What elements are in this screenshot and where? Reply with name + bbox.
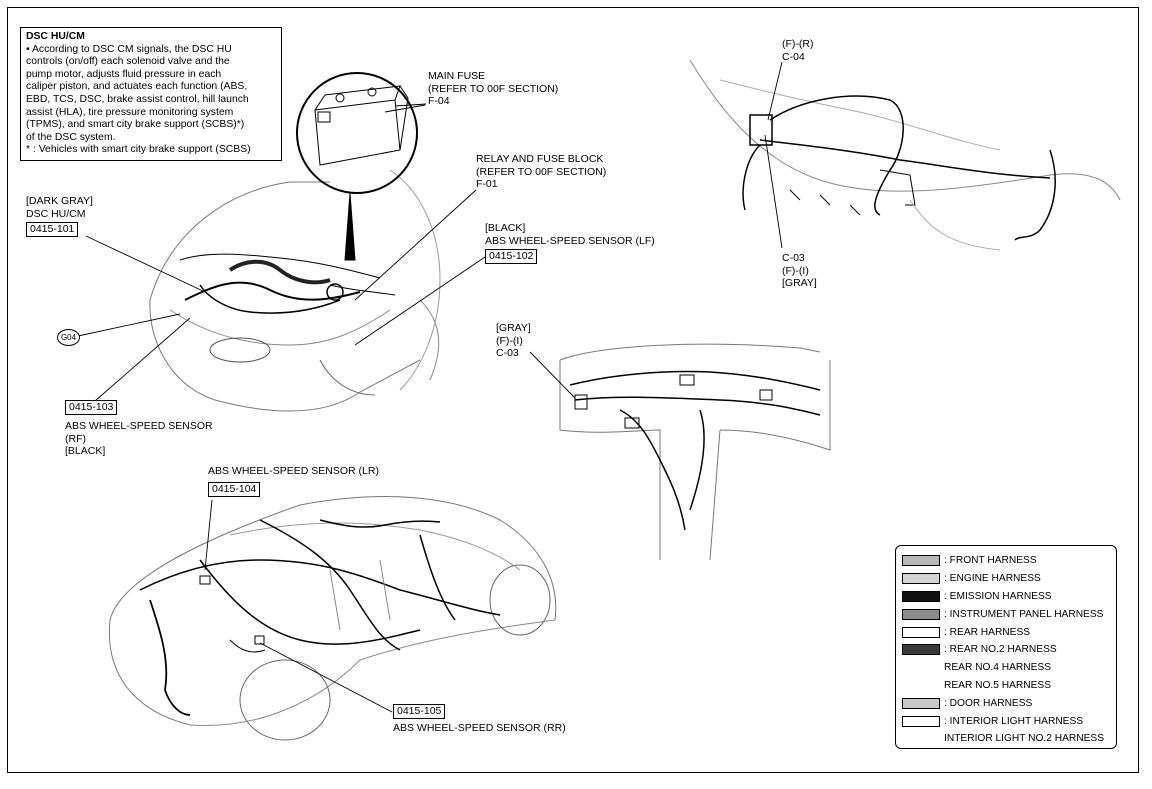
relay-block-name: RELAY AND FUSE BLOCK — [476, 153, 604, 165]
legend-swatch — [902, 590, 940, 602]
legend-swatch — [902, 644, 940, 656]
legend-swatch — [902, 626, 940, 638]
rr-sensor-code: 0415-105 — [393, 704, 446, 719]
legend-row: : FRONT HARNESS — [902, 552, 1110, 570]
legend-label: : REAR HARNESS — [944, 626, 1031, 638]
legend-row: REAR NO.4 HARNESS — [902, 659, 1110, 677]
legend-label: : DOOR HARNESS — [944, 697, 1033, 709]
c04-code: C-04 — [782, 50, 805, 63]
legend-label: : INSTRUMENT PANEL HARNESS — [944, 608, 1104, 620]
lf-sensor-color: [BLACK] — [485, 222, 526, 234]
drawing-frame — [7, 7, 1139, 773]
legend-swatch — [902, 697, 940, 709]
legend-label: : EMISSION HARNESS — [944, 590, 1052, 602]
c03-top-line2: (F)-(I) — [782, 264, 809, 277]
lf-sensor-code: 0415-102 — [485, 249, 538, 264]
legend-row: INTERIOR LIGHT NO.2 HARNESS — [902, 730, 1110, 748]
leader-lines — [77, 61, 783, 713]
legend-row: : REAR HARNESS — [902, 623, 1110, 641]
dsc-connector-color: [DARK GRAY] — [26, 195, 93, 207]
c03-top-color: [GRAY] — [782, 277, 817, 289]
c03-top-code: C-03 — [782, 252, 805, 264]
legend-swatch — [902, 715, 940, 727]
legend-row: : REAR NO.2 HARNESS — [902, 641, 1110, 659]
main-fuse-code: F-04 — [428, 95, 450, 107]
relay-block-code: F-01 — [476, 178, 498, 190]
legend-swatch — [902, 608, 940, 620]
legend-swatch — [902, 680, 940, 691]
legend-row: : ENGINE HARNESS — [902, 570, 1110, 588]
c03-panel-line2: (F)-(I) — [496, 334, 523, 347]
legend-label: : FRONT HARNESS — [944, 555, 1037, 567]
harness-legend: : FRONT HARNESS : ENGINE HARNESS : EMISS… — [895, 545, 1117, 749]
legend-label: : REAR NO.2 HARNESS — [944, 644, 1057, 656]
legend-row: : INTERIOR LIGHT HARNESS — [902, 712, 1110, 730]
legend-row: REAR NO.5 HARNESS — [902, 677, 1110, 695]
rf-sensor-code: 0415-103 — [65, 400, 118, 415]
dsc-connector-name: DSC HU/CM — [26, 207, 86, 220]
legend-label: REAR NO.4 HARNESS — [944, 662, 1051, 674]
legend-swatch — [902, 662, 940, 673]
cabin-floor-view — [689, 59, 1121, 251]
legend-swatch — [902, 555, 940, 567]
legend-label: : ENGINE HARNESS — [944, 573, 1041, 585]
legend-row: : INSTRUMENT PANEL HARNESS — [902, 605, 1110, 623]
legend-swatch — [902, 733, 940, 744]
lr-sensor-code: 0415-104 — [208, 482, 261, 497]
description-title: DSC HU/CM — [26, 31, 85, 42]
legend-row: : DOOR HARNESS — [902, 694, 1110, 712]
lf-sensor-name: ABS WHEEL-SPEED SENSOR (LF) — [485, 234, 655, 247]
c03-panel-color: [GRAY] — [496, 322, 531, 334]
rf-sensor-pos: (RF) — [65, 432, 86, 445]
c03-panel-code: C-03 — [496, 347, 519, 359]
dsc-connector-code: 0415-101 — [26, 222, 79, 237]
rf-sensor-name: ABS WHEEL-SPEED SENSOR — [65, 420, 213, 432]
main-fuse-ref: (REFER TO 00F SECTION) — [428, 82, 559, 95]
main-fuse-name: MAIN FUSE — [428, 70, 486, 82]
description-box: DSC HU/CM • According to DSC CM signals,… — [20, 27, 282, 161]
legend-label: REAR NO.5 HARNESS — [944, 679, 1051, 691]
rf-sensor-color: [BLACK] — [65, 445, 106, 457]
lr-sensor-name: ABS WHEEL-SPEED SENSOR (LR) — [208, 465, 379, 477]
legend-label: : INTERIOR LIGHT HARNESS — [944, 715, 1084, 727]
front-car-view — [149, 169, 441, 412]
legend-row: : EMISSION HARNESS — [902, 588, 1110, 606]
rear-car-view — [108, 496, 557, 741]
ground-g04-badge: G04 — [57, 329, 80, 346]
instrument-panel-view — [559, 343, 831, 561]
battery-magnifier — [296, 72, 426, 261]
legend-label: INTERIOR LIGHT NO.2 HARNESS — [944, 733, 1105, 745]
relay-block-ref: (REFER TO 00F SECTION) — [476, 165, 607, 178]
legend-swatch — [902, 573, 940, 585]
description-body: • According to DSC CM signals, the DSC H… — [26, 43, 251, 156]
rr-sensor-name: ABS WHEEL-SPEED SENSOR (RR) — [393, 722, 566, 734]
c04-line1: (F)-(R) — [782, 38, 814, 50]
